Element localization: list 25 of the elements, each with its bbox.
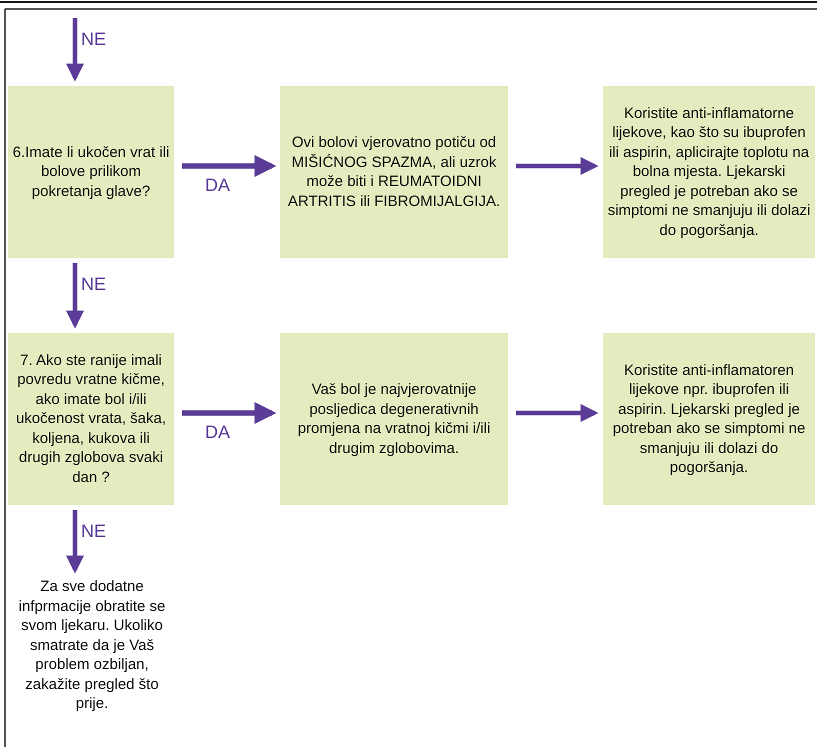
arrow: [66, 263, 84, 329]
arrow: [182, 155, 276, 177]
edge-label: NE: [80, 275, 108, 293]
process-box: [280, 86, 508, 258]
edge-label: NE: [80, 30, 108, 48]
process-box: [603, 86, 815, 258]
edge-label: DA: [204, 176, 232, 194]
box-text: Koristite anti-inflamatorne lijekove, kao što su ibuprofen ili aspirin, aplicirajte toplotu na bolna mjesta. Ljekarski pregled je potreban ako se simptomi ne smanjuju ili dolazi do pogoršanja.: [606, 104, 812, 240]
process-box: [280, 333, 508, 505]
box-text: Koristite anti-inflamatoren lijekove npr. ibuprofen ili aspirin. Ljekarski pregled je potreban ako se simptomi ne smanjuju ili dolazi do pogoršanja.: [612, 360, 806, 478]
process-box: [603, 333, 815, 505]
arrow: [182, 402, 276, 424]
arrow: [516, 404, 599, 422]
edge-label: NE: [80, 522, 108, 540]
arrow: [516, 157, 599, 175]
process-box: [8, 86, 174, 258]
process-box: [8, 333, 174, 505]
edge-label: DA: [204, 423, 232, 441]
arrow: [66, 510, 84, 574]
box-text: Ovi bolovi vjerovatno potiču od MIŠIĆNOG SPAZMA, ali uzrok može biti i REUMATOIDNI ARTRITIS ili FIBROMIJALGIJA.: [286, 133, 502, 211]
box-text: 6.Imate li ukočen vrat ili bolove prilikom pokretanja glave?: [12, 142, 170, 202]
box-text: Vaš bol je najvjerovatnije posljedica degenerativnih promjena na vratnoj kičmi i/ili drugim zglobovima.: [296, 380, 492, 458]
box-text: 7. Ako ste ranije imali povredu vratne kičme, ako imate bol i/ili ukočenost vrata, šaka, koljena, kukova ili drugih zglobova svaki dan ?: [14, 350, 168, 488]
note-text: Za sve dodatne infprmacije obratite se svom ljekaru. Ukoliko smatrate da je Vaš problem ozbiljan, zakažite pregled što prije.: [8, 578, 176, 713]
arrow: [66, 18, 84, 82]
